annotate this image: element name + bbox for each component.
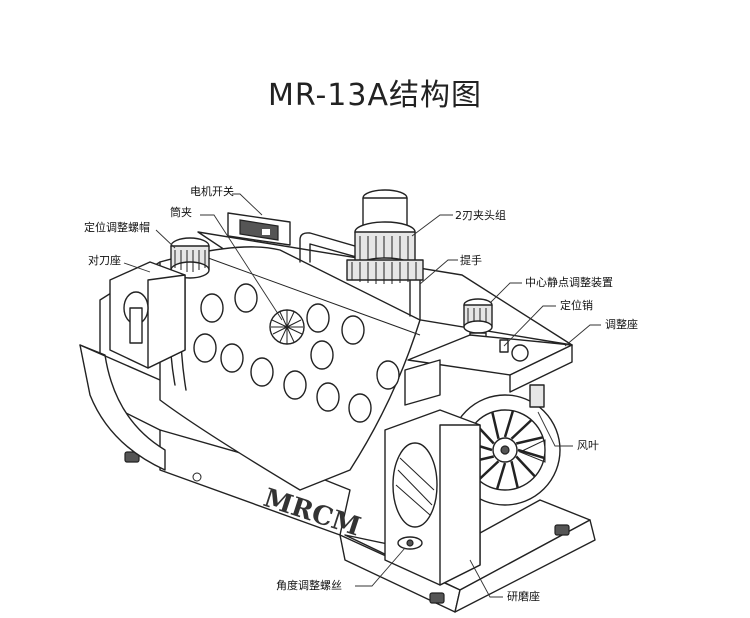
diagram-title: MR-13A结构图: [267, 78, 483, 113]
left-tray: [79, 344, 166, 471]
callout-labels: 电机开关 筒夹 定位调整螺帽 对刀座 2刃夹头组 提手 中心静点调整装置 定位销…: [84, 184, 638, 603]
blade-seat-part: [109, 261, 186, 369]
fan-blade: [477, 460, 500, 481]
label-grind-seat: 研磨座: [507, 589, 540, 603]
adjust-seat-part: [404, 334, 573, 406]
label-motor-switch: 电机开关: [190, 184, 234, 198]
label-locating-pin: 定位销: [560, 298, 593, 312]
label-center-adjust: 中心静点调整装置: [525, 275, 613, 289]
fan-blade: [510, 419, 533, 440]
label-collet: 筒夹: [170, 205, 192, 219]
vent-holes: [193, 283, 400, 423]
motor-switch-part: [227, 212, 291, 246]
fan-blade: [503, 410, 515, 438]
fan-blade: [515, 455, 536, 478]
fan-blade: [491, 411, 500, 440]
label-angle-screw: 角度调整螺丝: [276, 578, 342, 592]
fan-blade: [510, 460, 519, 489]
collet-part: [269, 309, 305, 345]
label-fan: 风叶: [577, 439, 599, 452]
label-adjust-seat: 调整座: [605, 317, 638, 331]
positioning-cap-part: [170, 237, 210, 279]
grind-seat-part: [384, 409, 481, 586]
fan-blade: [515, 436, 544, 445]
label-chuck-group: 2刃夹头组: [455, 208, 506, 222]
wheel-housing: [159, 246, 421, 491]
chuck-group-part: [346, 189, 424, 284]
label-handle: 提手: [460, 253, 482, 267]
label-blade-seat: 对刀座: [88, 253, 121, 267]
label-positioning-cap: 定位调整螺帽: [84, 220, 150, 234]
fan-blade: [495, 462, 507, 490]
